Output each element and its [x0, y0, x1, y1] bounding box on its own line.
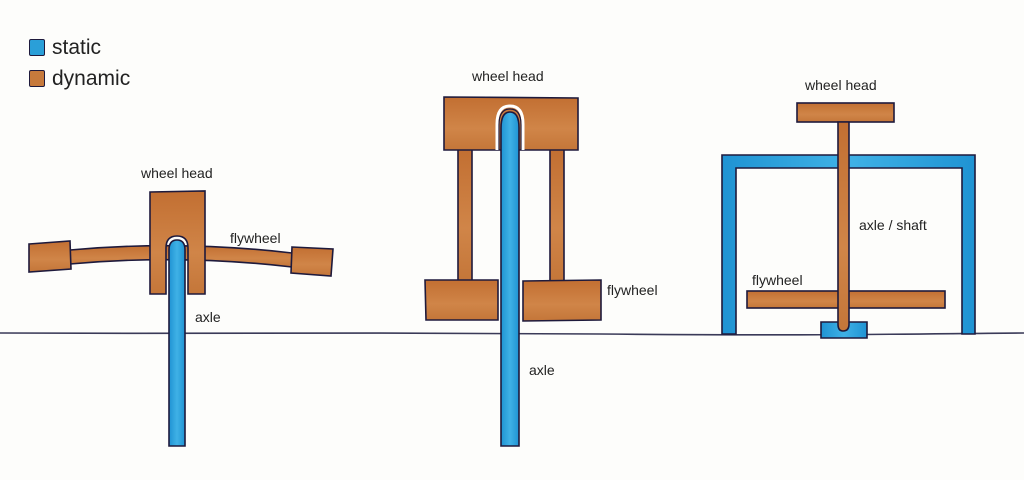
legend-label-static: static	[52, 36, 102, 59]
legend-swatch-static	[29, 39, 45, 56]
wheel-head-1	[149, 190, 206, 295]
legend-label-dynamic: dynamic	[52, 67, 131, 90]
label-wheel-head-1: wheel head	[141, 165, 213, 181]
strut-left-2	[457, 148, 473, 282]
flywheel-right-2	[522, 279, 602, 322]
wheel-head-3	[796, 102, 895, 123]
flywheel-weight-right-1	[290, 246, 334, 277]
axle-2	[500, 111, 520, 447]
head-slot-2	[495, 104, 525, 150]
label-axle-1: axle	[195, 309, 221, 325]
axle-1	[168, 239, 186, 447]
diagram-3	[721, 102, 976, 339]
shaft-3	[837, 121, 850, 332]
label-axle-2: axle	[529, 362, 555, 378]
flywheel-weight-left-1	[28, 240, 72, 273]
label-axle-shaft-3: axle / shaft	[859, 217, 927, 233]
flywheel-left-2	[424, 279, 499, 321]
frame-3	[721, 154, 976, 335]
label-wheel-head-2: wheel head	[472, 68, 544, 84]
label-flywheel-3: flywheel	[752, 272, 803, 288]
head-slot-outline-2	[498, 108, 522, 150]
label-flywheel-2: flywheel	[607, 282, 658, 298]
diagram-1	[28, 190, 334, 447]
legend-swatch-dynamic	[29, 70, 45, 87]
strut-right-2	[549, 148, 565, 282]
label-flywheel-1: flywheel	[230, 230, 281, 246]
diagram-2	[424, 96, 602, 447]
label-wheel-head-3: wheel head	[805, 77, 877, 93]
